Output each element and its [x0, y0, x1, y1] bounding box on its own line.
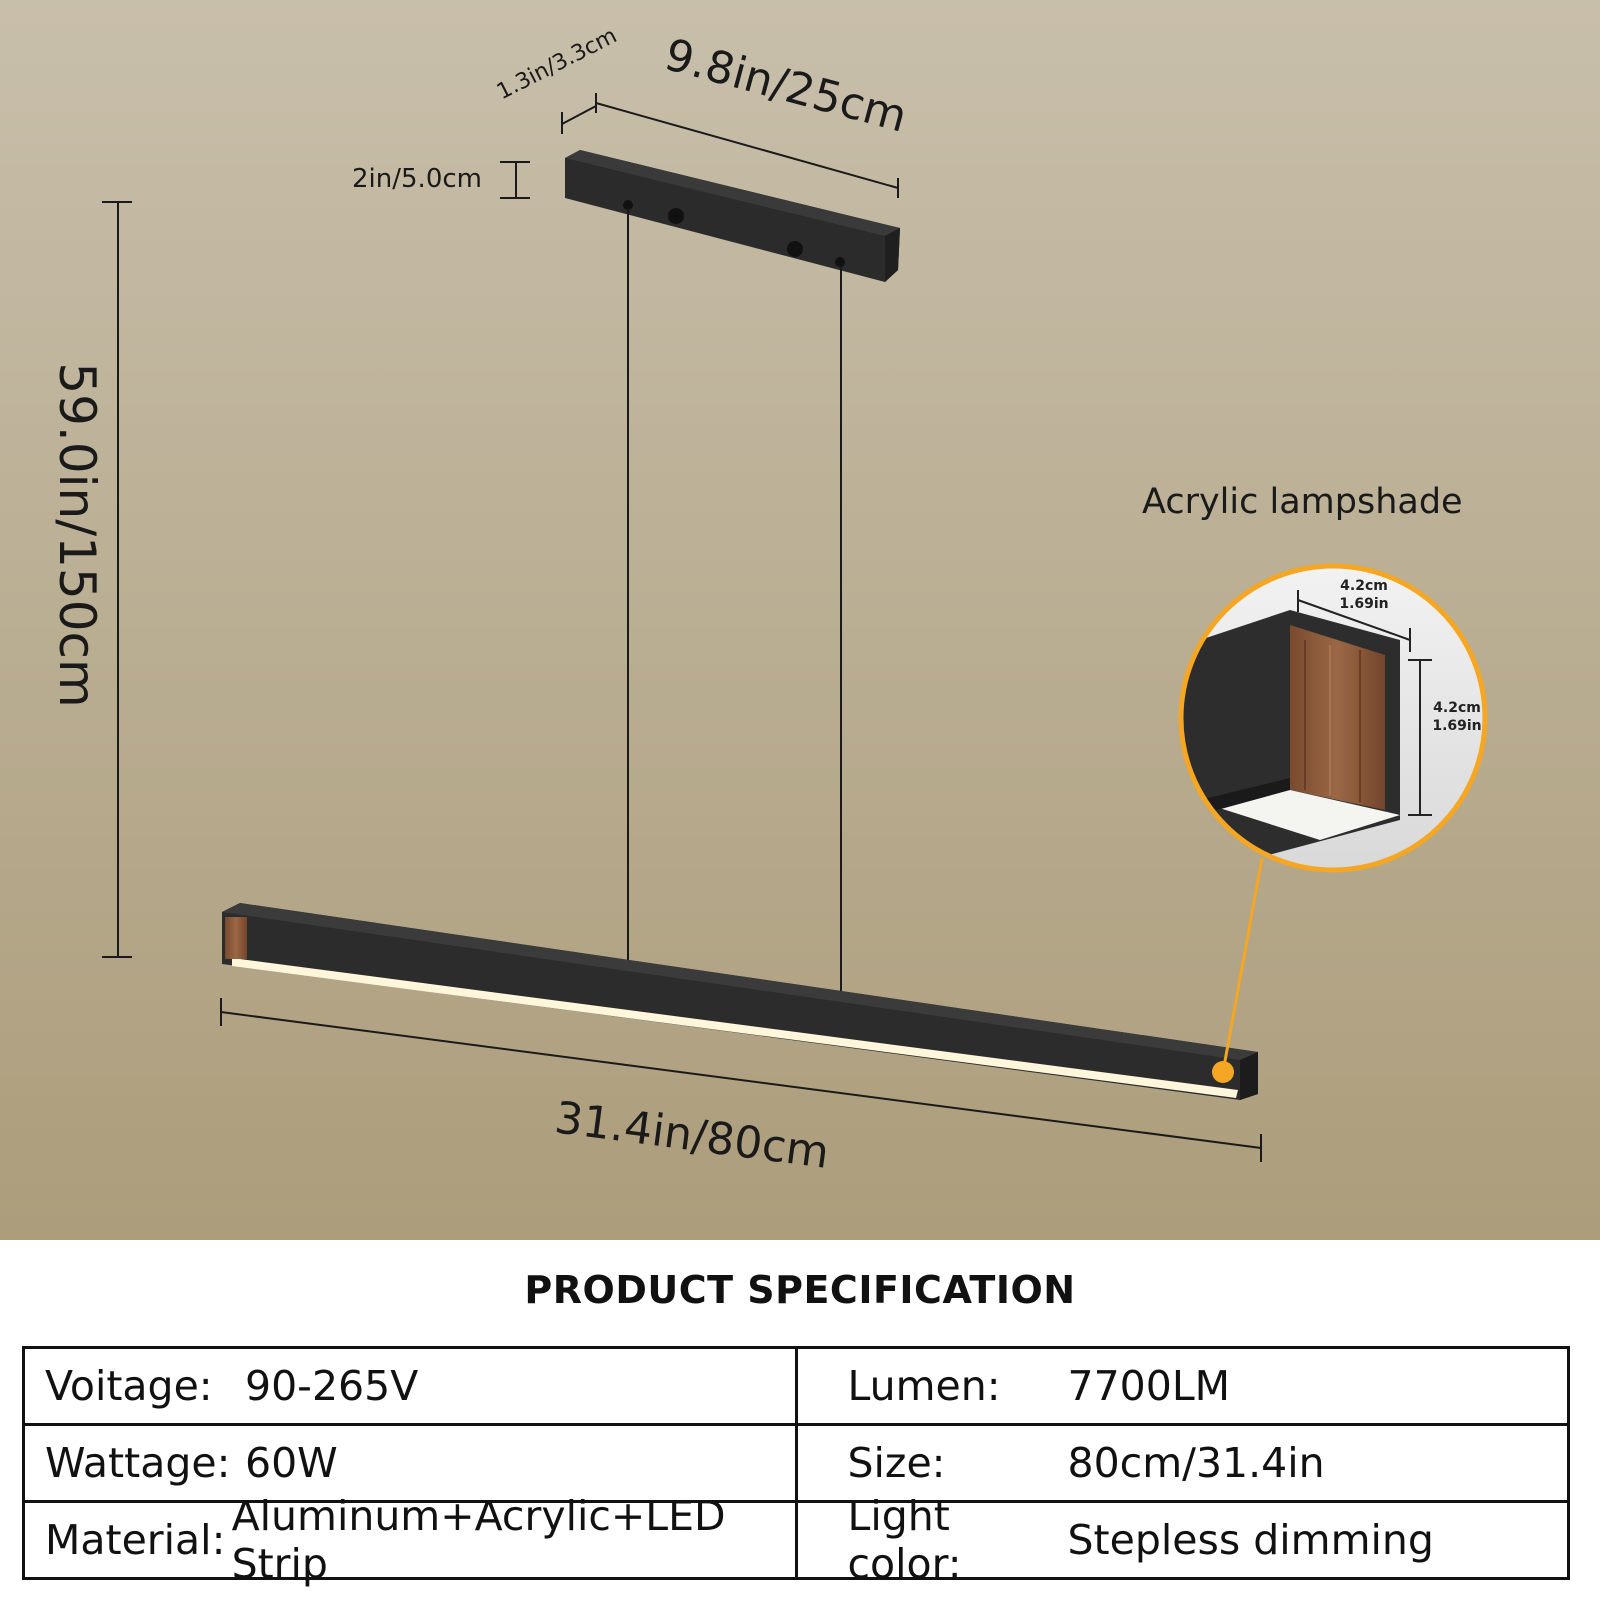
canopy-height-label: 2in/5.0cm — [352, 164, 482, 194]
spec-value: 60W — [245, 1439, 338, 1487]
spec-value: 90-265V — [245, 1362, 419, 1410]
callout-width-cm: 4.2cm — [1340, 578, 1388, 594]
spec-label: Lumen: — [847, 1362, 1001, 1410]
callout-height-cm: 4.2cm — [1433, 700, 1481, 716]
callout-leader-line — [1221, 857, 1264, 1073]
spec-cell-lumen: Lumen: 7700LM — [794, 1346, 1570, 1426]
spec-title: PRODUCT SPECIFICATION — [524, 1268, 1076, 1312]
spec-value: 80cm/31.4in — [1067, 1439, 1325, 1487]
spec-cell-size: Size: 80cm/31.4in — [794, 1423, 1570, 1503]
callout-height-in: 1.69in — [1432, 718, 1481, 734]
spec-label: Voitage: — [45, 1362, 213, 1410]
spec-cell-material: Material:Aluminum+Acrylic+LED Strip — [22, 1492, 798, 1588]
spec-value: Aluminum+Acrylic+LED Strip — [231, 1492, 726, 1588]
spec-label: Wattage: — [45, 1439, 231, 1487]
callout-width-in: 1.69in — [1339, 596, 1388, 612]
spec-cell-wattage: Wattage: 60W — [22, 1423, 798, 1503]
dimension-hanging-height: 59.0in/150cm — [48, 201, 132, 958]
spec-row: Voitage: 90-265V Lumen: 7700LM — [22, 1346, 1570, 1426]
linear-light-bar — [222, 903, 1258, 1100]
hanging-height-label: 59.0in/150cm — [48, 362, 106, 707]
spec-row: Wattage: 60W Size: 80cm/31.4in — [22, 1423, 1570, 1503]
spec-label: Material: — [45, 1516, 226, 1564]
spec-cell-voltage: Voitage: 90-265V — [22, 1346, 798, 1426]
spec-label: Light color: — [847, 1492, 962, 1588]
spec-table: Voitage: 90-265V Lumen: 7700LM Wattage: 60W… — [22, 1346, 1570, 1588]
spec-row: Material:Aluminum+Acrylic+LED Strip Ligh… — [22, 1492, 1570, 1588]
callout-title: Acrylic lampshade — [1142, 482, 1463, 522]
spec-value: Stepless dimming — [1067, 1516, 1434, 1564]
dimension-canopy-height: 2in/5.0cm — [352, 161, 530, 199]
spec-cell-light-color: Light color: Stepless dimming — [794, 1492, 1570, 1588]
spec-value: 7700LM — [1067, 1362, 1231, 1410]
lampshade-detail-callout: 4.2cm 1.69in 4.2cm 1.69in — [1178, 563, 1488, 873]
ceiling-canopy — [565, 150, 900, 282]
spec-label: Size: — [847, 1439, 946, 1487]
product-dimension-diagram: 4.2cm 1.69in 4.2cm 1.69in Acrylic lampsh… — [0, 0, 1600, 1240]
